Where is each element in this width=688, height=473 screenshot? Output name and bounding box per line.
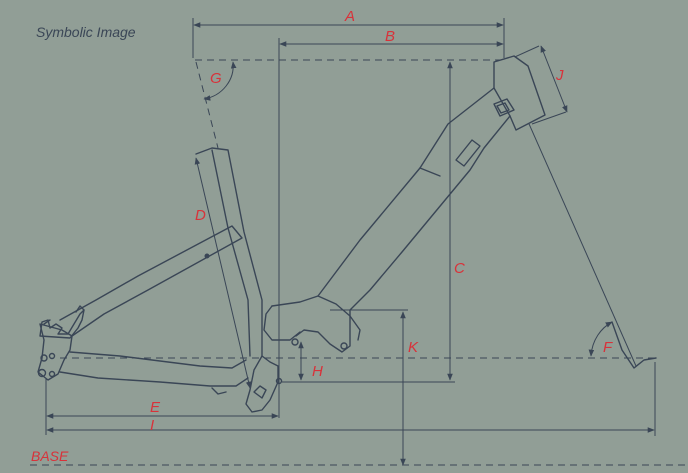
angle-g-arc xyxy=(203,61,237,101)
label-a: A xyxy=(344,8,355,25)
label-k: K xyxy=(408,339,419,356)
dimension-d-line xyxy=(194,157,252,389)
label-g: G xyxy=(210,70,222,87)
dimension-labels: A B C D E F G H I J K BASE xyxy=(31,8,613,464)
bike-frame xyxy=(37,55,657,413)
label-c: C xyxy=(454,260,465,277)
label-b: B xyxy=(385,28,395,45)
label-i: I xyxy=(150,417,154,434)
angle-f-arc xyxy=(588,321,613,357)
dimension-j-line xyxy=(540,45,568,113)
label-j: J xyxy=(555,67,564,84)
label-e: E xyxy=(150,399,161,416)
label-d: D xyxy=(195,207,206,224)
dimension-lines xyxy=(30,18,688,466)
base-label: BASE xyxy=(31,448,69,464)
label-f: F xyxy=(603,339,613,356)
head-tube xyxy=(493,55,546,131)
symbolic-image-caption: Symbolic Image xyxy=(36,24,136,40)
label-h: H xyxy=(312,363,323,380)
